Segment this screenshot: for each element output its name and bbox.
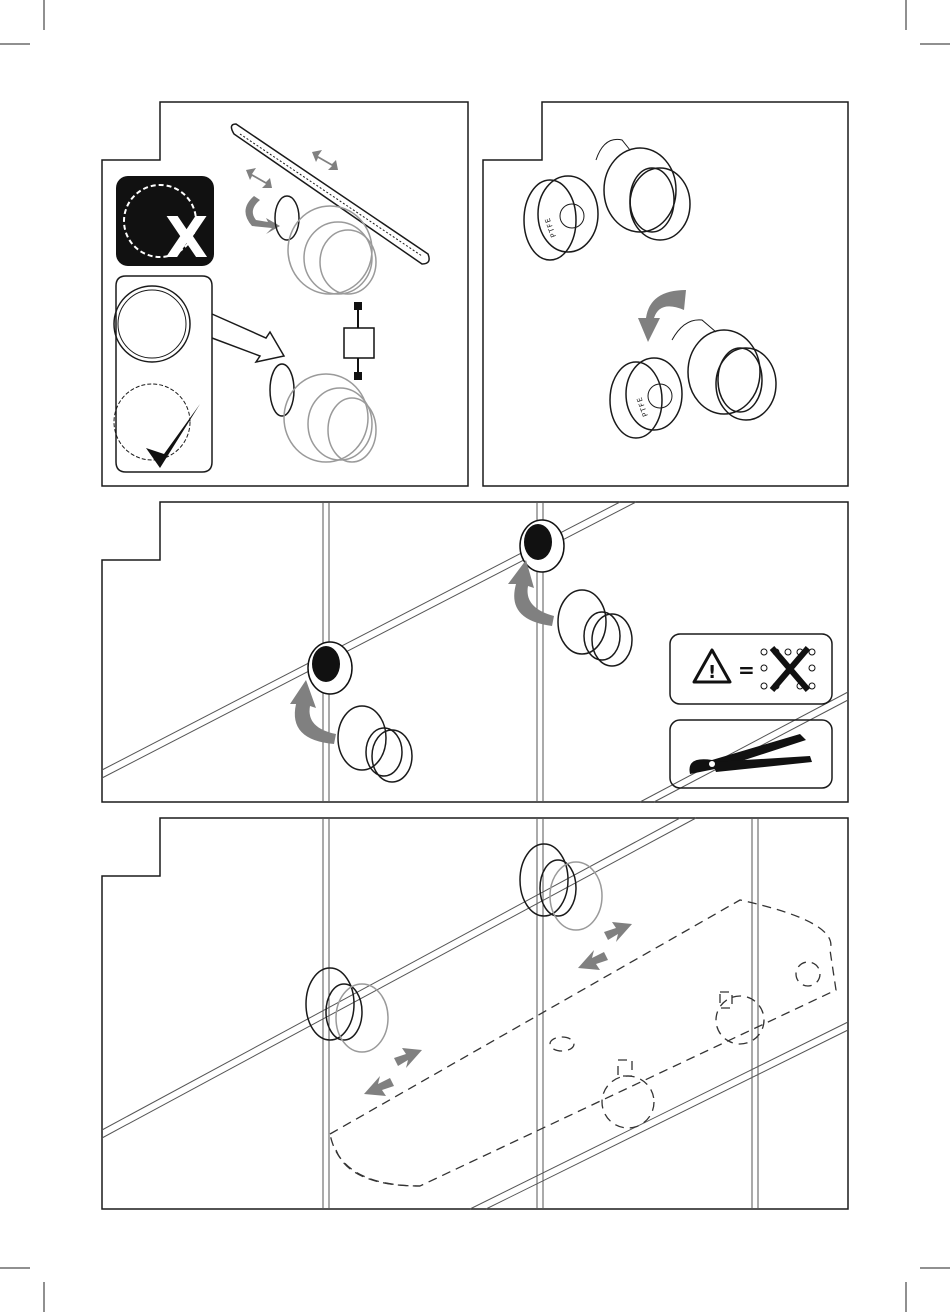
rotate-arrow-icon (638, 290, 686, 342)
pipe-elbow-bottom (269, 363, 377, 463)
elbow-left (337, 705, 413, 783)
insert-arrow-icon (508, 560, 554, 626)
elbow-right (557, 589, 633, 667)
double-arrow-icon (364, 922, 632, 1096)
pipe-elbow-top (274, 195, 377, 295)
step-panel-screw-in-elbows: ! = (101, 501, 849, 803)
ptfe-tape-top: PTFE (523, 175, 599, 261)
step-panel-cut-pipe: X (101, 101, 469, 487)
pliers-icon (669, 719, 833, 789)
no-leak-icon (760, 646, 816, 692)
correct-cut-icon (113, 275, 213, 473)
ptfe-label: PTFE (543, 216, 558, 238)
elbow-right-mounted (519, 843, 603, 931)
elbow-fitting-bottom (671, 319, 777, 421)
warning-icon (692, 648, 732, 684)
ptfe-tape-bottom: PTFE (609, 357, 683, 439)
double-arrow-icon (246, 150, 338, 188)
step-panel-fit-mixer (101, 817, 849, 1210)
svg-text:X: X (165, 206, 208, 271)
saw-icon (230, 123, 430, 265)
arrow-icon (211, 313, 286, 364)
wall-outlet-right (519, 519, 565, 573)
svg-text:!: ! (708, 662, 716, 683)
wall-outlet-left (307, 641, 353, 695)
insert-arrow-icon (290, 680, 336, 744)
warning-no-leak-icon: ! = (669, 633, 833, 705)
saw-guide-icon (343, 302, 375, 380)
ptfe-label: PTFE (635, 395, 650, 417)
rotate-arrow-icon (245, 196, 280, 234)
mixer-outline (329, 899, 837, 1187)
svg-text:=: = (738, 658, 755, 682)
wrong-cut-icon: X (116, 176, 214, 271)
step-panel-apply-ptfe: PTFE PTFE (482, 101, 849, 487)
elbow-left-mounted (305, 967, 389, 1053)
elbow-fitting-top (595, 138, 691, 241)
wall-tiles (101, 817, 849, 1210)
